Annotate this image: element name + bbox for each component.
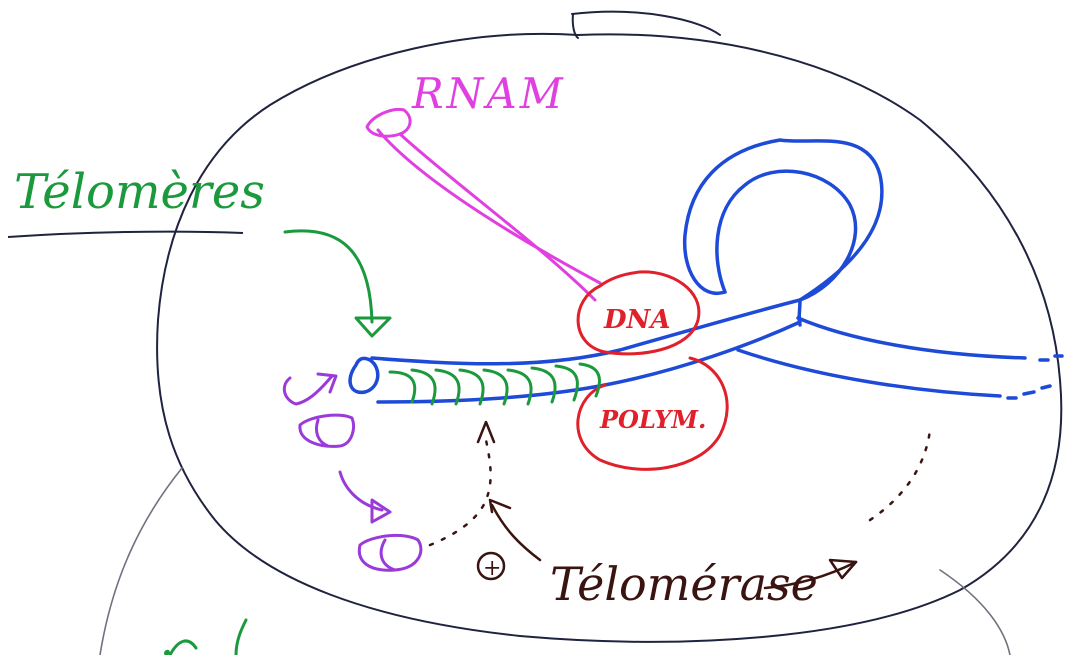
excised-segments bbox=[282, 372, 423, 572]
plus-sign: + bbox=[483, 556, 501, 581]
telomerase-arrows bbox=[428, 428, 932, 547]
label-dna: DNA bbox=[603, 305, 671, 335]
bottom-text-fragment: · bbox=[160, 628, 174, 655]
rna-strand bbox=[365, 107, 602, 302]
telomerase-arrowheads bbox=[476, 420, 858, 590]
second-cell-outline bbox=[99, 467, 1011, 655]
cell-outline bbox=[156, 10, 1063, 643]
label-telomeres: Télomères bbox=[14, 164, 265, 220]
dna-double-helix bbox=[348, 138, 1064, 404]
telomere-arrow bbox=[283, 229, 392, 338]
telomere-repeats bbox=[388, 362, 601, 406]
dna-polymerase bbox=[576, 270, 729, 471]
label-polym: POLYM. bbox=[599, 405, 706, 434]
label-rnam: RNAM bbox=[411, 69, 566, 118]
bottom-green-fragment bbox=[168, 618, 248, 655]
label-telomerase: Télomérase bbox=[550, 557, 818, 611]
telomeres-underline bbox=[7, 230, 244, 238]
